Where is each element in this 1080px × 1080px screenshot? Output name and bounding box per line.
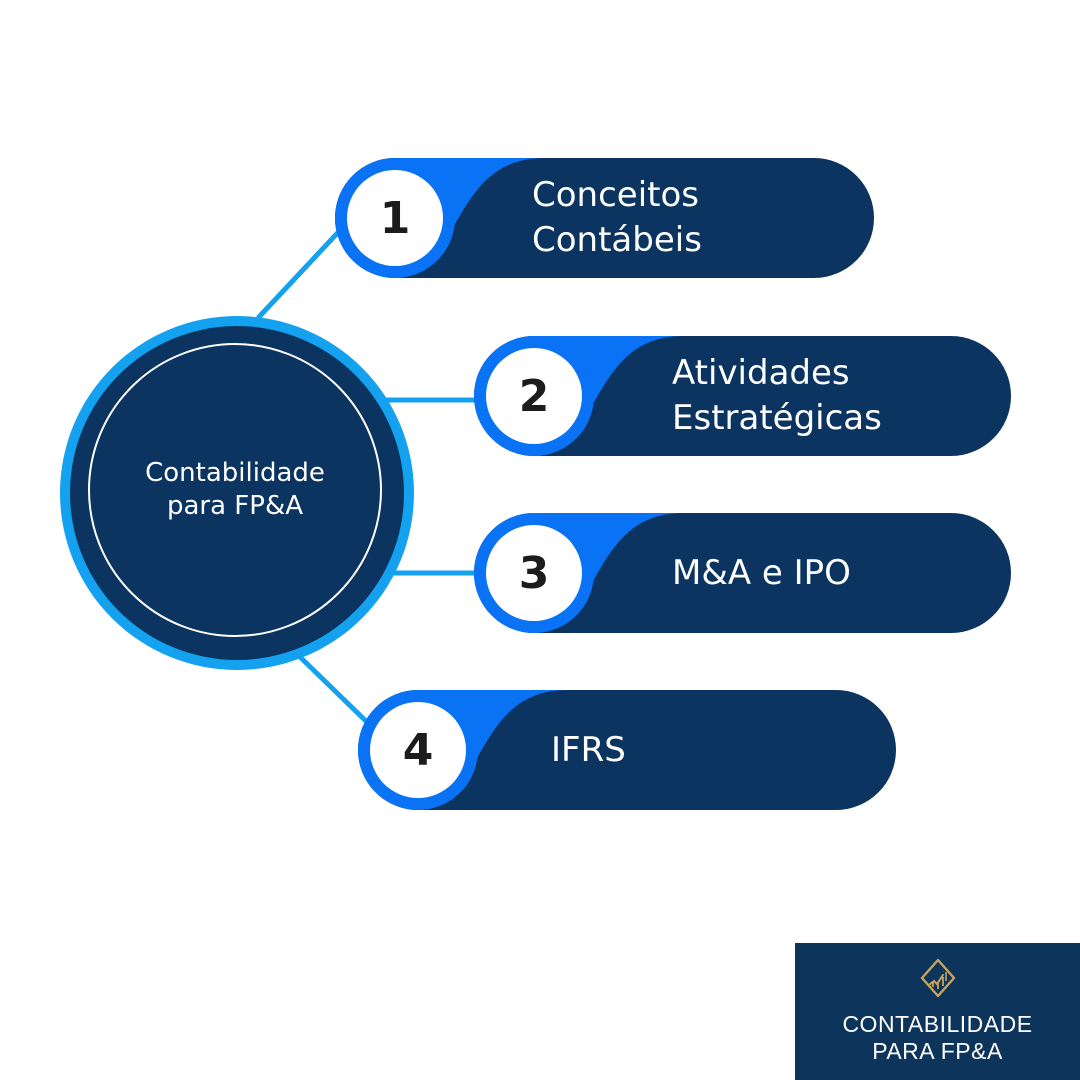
hub-ring: Contabilidade para FP&A — [88, 343, 382, 637]
topic-label-3: M&A e IPO — [672, 513, 851, 633]
hub-label-line-1: Contabilidade — [145, 458, 325, 488]
topic-label-2: Atividades Estratégicas — [672, 336, 882, 456]
brand-logo-line-1: CONTABILIDADE — [842, 1011, 1033, 1037]
topic-pill-3: 3 M&A e IPO — [474, 513, 1011, 633]
topic-label-1: Conceitos Contábeis — [532, 158, 702, 278]
brand-logo: CONTABILIDADE PARA FP&A — [795, 943, 1080, 1080]
topic-label-4: IFRS — [551, 690, 626, 810]
topic-label-3-line-1: M&A e IPO — [672, 552, 851, 593]
topic-pill-4: 4 IFRS — [358, 690, 896, 810]
topic-pill-1: 1 Conceitos Contábeis — [335, 158, 874, 278]
hub-label-line-2: para FP&A — [166, 491, 304, 521]
topic-label-1-line-1: Conceitos — [532, 175, 699, 215]
chart-diamond-icon — [920, 958, 956, 998]
connector-line-1 — [256, 223, 347, 320]
number-badge-2: 2 — [486, 348, 582, 444]
topic-label-2-line-2: Estratégicas — [672, 398, 882, 438]
topic-pill-2: 2 Atividades Estratégicas — [474, 336, 1011, 456]
topic-label-2-line-1: Atividades — [672, 353, 850, 393]
brand-logo-text: CONTABILIDADE PARA FP&A — [795, 1011, 1080, 1065]
topic-label-4-line-1: IFRS — [551, 729, 626, 770]
topic-label-1-line-2: Contábeis — [532, 220, 702, 260]
number-badge-3: 3 — [486, 525, 582, 621]
brand-logo-line-2: PARA FP&A — [872, 1038, 1003, 1064]
hub-label: Contabilidade para FP&A — [110, 457, 360, 523]
number-badge-4: 4 — [370, 702, 466, 798]
number-badge-1: 1 — [347, 170, 443, 266]
